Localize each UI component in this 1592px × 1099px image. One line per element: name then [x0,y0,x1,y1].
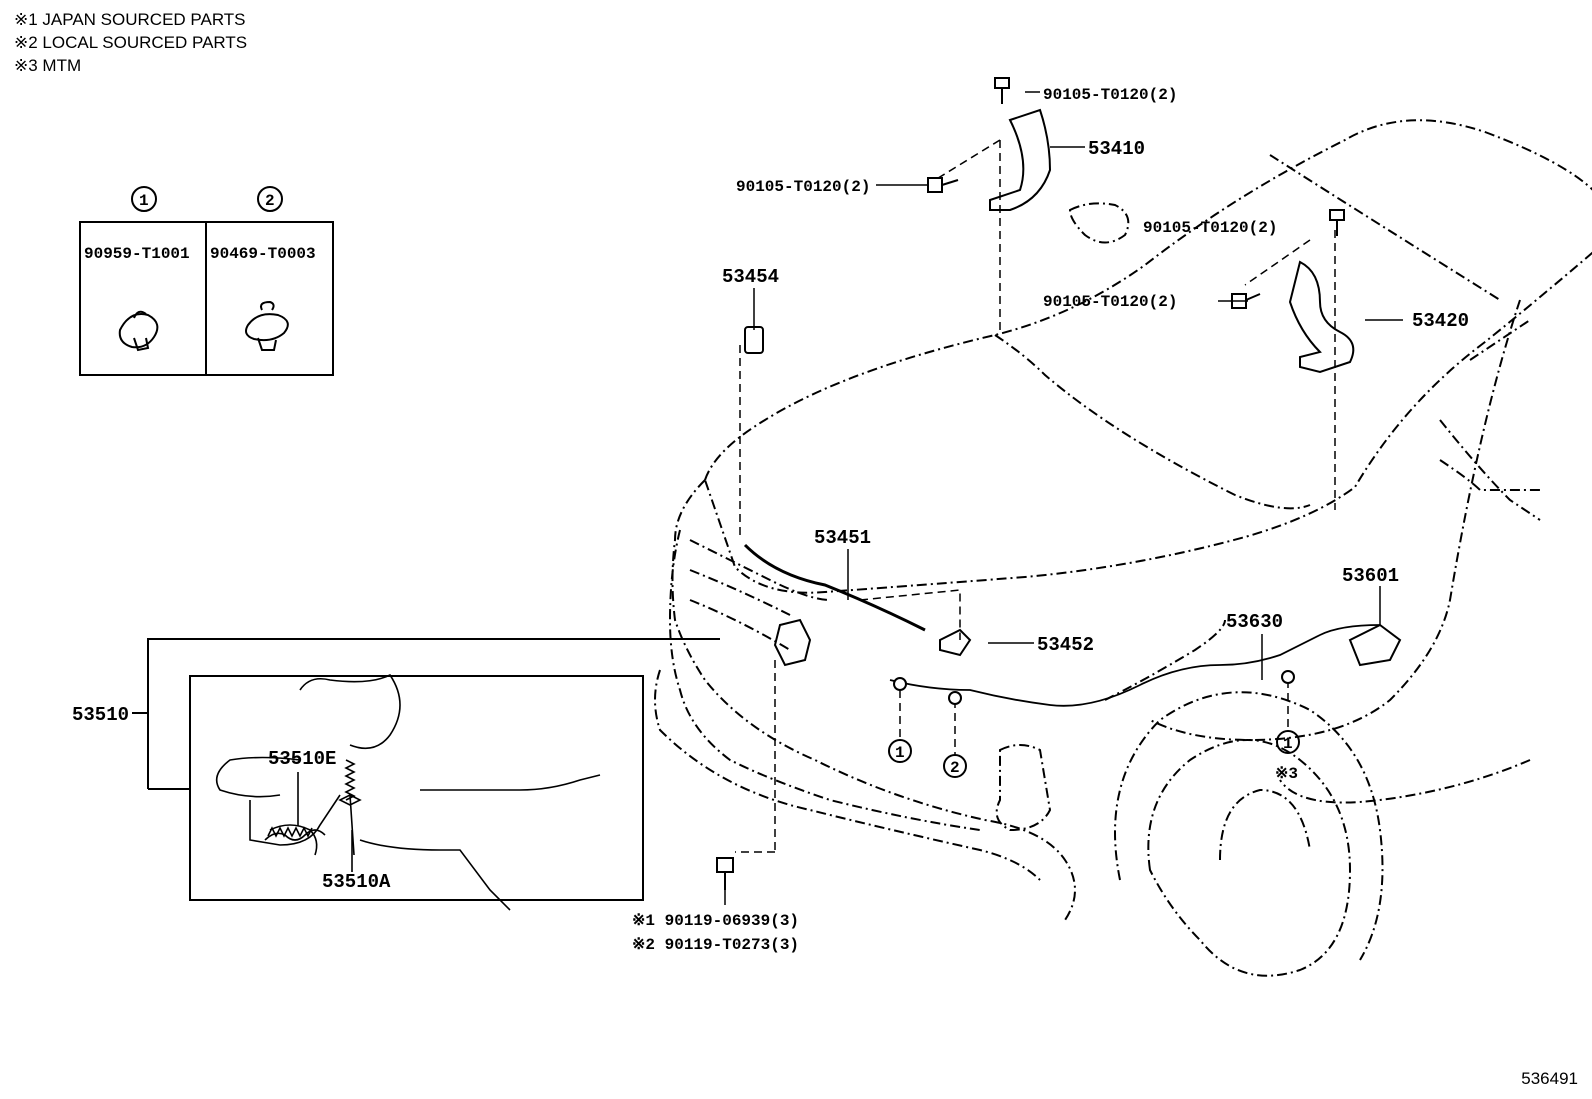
hinge-53410-drawing [989,108,1052,211]
callout-1-text: 1 [895,744,905,762]
label-90105-left: 90105-T0120(2) [736,178,870,196]
hood-lock-detail-drawing [215,673,601,911]
clip-90469-icon [245,300,289,351]
detail-box-53510 [189,675,644,901]
legend-part-2: 90469-T0003 [210,245,316,263]
mtm-mark: ※3 [1275,765,1298,783]
label-53510: 53510 [72,704,129,726]
legend-part-1: 90959-T1001 [84,245,190,263]
note-japan-sourced: ※1 JAPAN SOURCED PARTS [14,10,246,29]
hood-lock-drawing [773,618,812,667]
legend-marker-1: 1 [139,192,149,210]
label-90105-top: 90105-T0120(2) [1043,86,1177,104]
cushion-53454-drawing [744,326,764,354]
legend-marker-2-circle [257,186,283,212]
release-handle-53601-drawing [1348,623,1402,667]
bolt-icon [1231,293,1247,309]
note-local-sourced: ※2 LOCAL SOURCED PARTS [14,33,248,52]
hood-release-cable [889,624,1381,707]
label-53601: 53601 [1342,565,1399,587]
latch-53452-drawing [939,628,972,657]
label-53630: 53630 [1226,611,1283,633]
label-90119-local: ※2 90119-T0273(3) [632,936,799,954]
hardware-drawings [716,77,1402,890]
label-53452: 53452 [1037,634,1094,656]
hinge-53420-drawing [1288,260,1355,374]
label-90119-japan: ※1 90119-06939(3) [632,912,799,930]
vehicle-outline [654,119,1592,977]
callout-2-circle [943,754,967,778]
callout-3-text: 1 [1283,735,1293,753]
label-leaders [724,91,1403,905]
note-mtm: ※3 MTM [14,56,82,75]
label-53451: 53451 [814,527,871,549]
leader-53510 [147,638,720,789]
label-90105-right-top: 90105-T0120(2) [1143,219,1277,237]
label-53420: 53420 [1412,310,1469,332]
label-53454: 53454 [722,266,779,288]
callout-1-circle [888,739,912,763]
label-53510E: 53510E [268,748,336,770]
assembly-leaders [735,139,1336,853]
label-53410: 53410 [1088,138,1145,160]
notes-block: ※1 JAPAN SOURCED PARTS ※2 LOCAL SOURCED … [14,8,247,77]
legend-marker-1-circle [131,186,157,212]
seal-53451-drawing [743,543,926,632]
bolt-icon [716,857,734,873]
legend-box-2 [205,221,334,376]
bolt-icon [994,77,1010,89]
callout-2-text: 2 [950,759,960,777]
bolt-icon [927,177,943,193]
clip-90959-icon [118,310,159,352]
legend-marker-2: 2 [265,192,275,210]
label-90105-right: 90105-T0120(2) [1043,293,1177,311]
diagram-reference-number: 536491 [1521,1069,1578,1088]
label-53510A: 53510A [322,871,391,893]
callout-3-circle [1276,730,1300,754]
bolt-icon [1329,209,1345,221]
